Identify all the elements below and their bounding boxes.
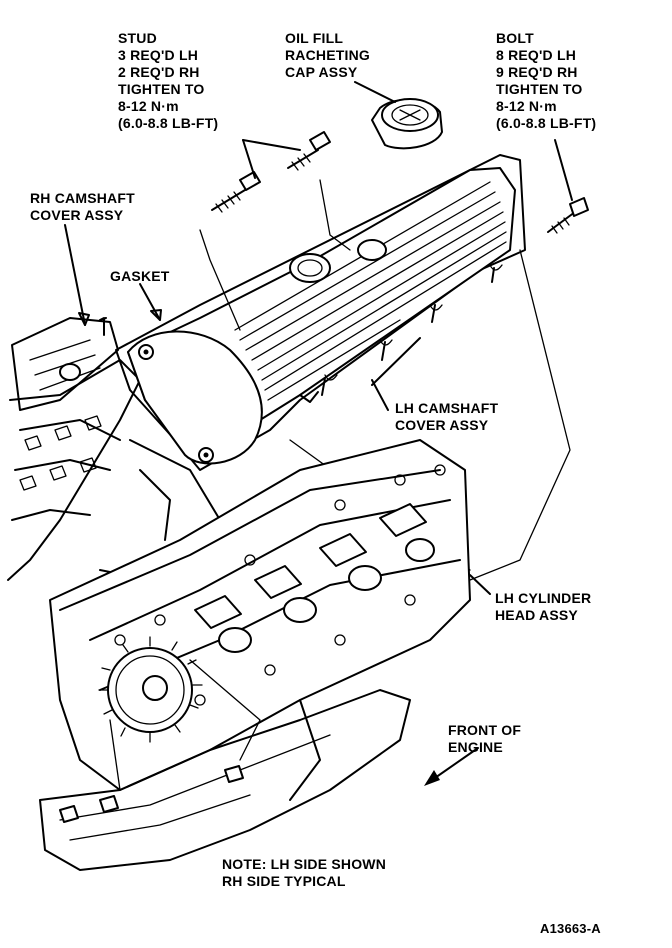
rh-cover-leader [64,224,86,326]
cylinder-head-icon [49,439,471,791]
stud-leader [242,139,301,151]
stud-label: STUD 3 REQ'D LH 2 REQ'D RH TIGHTEN TO 8-… [118,30,219,131]
bolt-icon [547,197,589,234]
oil-fill-label: OIL FILL RACHETING CAP ASSY [285,30,371,80]
rh-camshaft-cover-label: RH CAMSHAFT COVER ASSY [30,190,135,223]
stud-leader [242,139,256,179]
oil-fill-cap-icon [371,98,443,150]
lower-engine-block [39,689,411,871]
front-of-engine-label: FRONT OF ENGINE [448,722,522,755]
camshaft-cover-icon [115,154,526,471]
bolt-leader [554,139,573,201]
gasket-label: GASKET [110,268,170,284]
gasket-leader [139,283,161,321]
lh-head-leader [469,574,491,595]
bolt-label: BOLT 8 REQ'D LH 9 REQ'D RH TIGHTEN TO 8-… [496,30,597,131]
oil-fill-leader [354,81,396,103]
note-label: NOTE: LH SIDE SHOWN RH SIDE TYPICAL [222,856,387,889]
lh-cover-leader [371,379,389,411]
assembly-line [199,229,241,331]
assembly-line [319,179,351,251]
lh-camshaft-cover-label: LH CAMSHAFT COVER ASSY [395,400,499,433]
lh-cover-leader [371,337,421,386]
figure-id: A13663-A [540,921,601,936]
lh-cylinder-head-label: LH CYLINDER HEAD ASSY [495,590,592,623]
assembly-line [469,249,571,581]
front-arrow-icon [424,747,479,786]
